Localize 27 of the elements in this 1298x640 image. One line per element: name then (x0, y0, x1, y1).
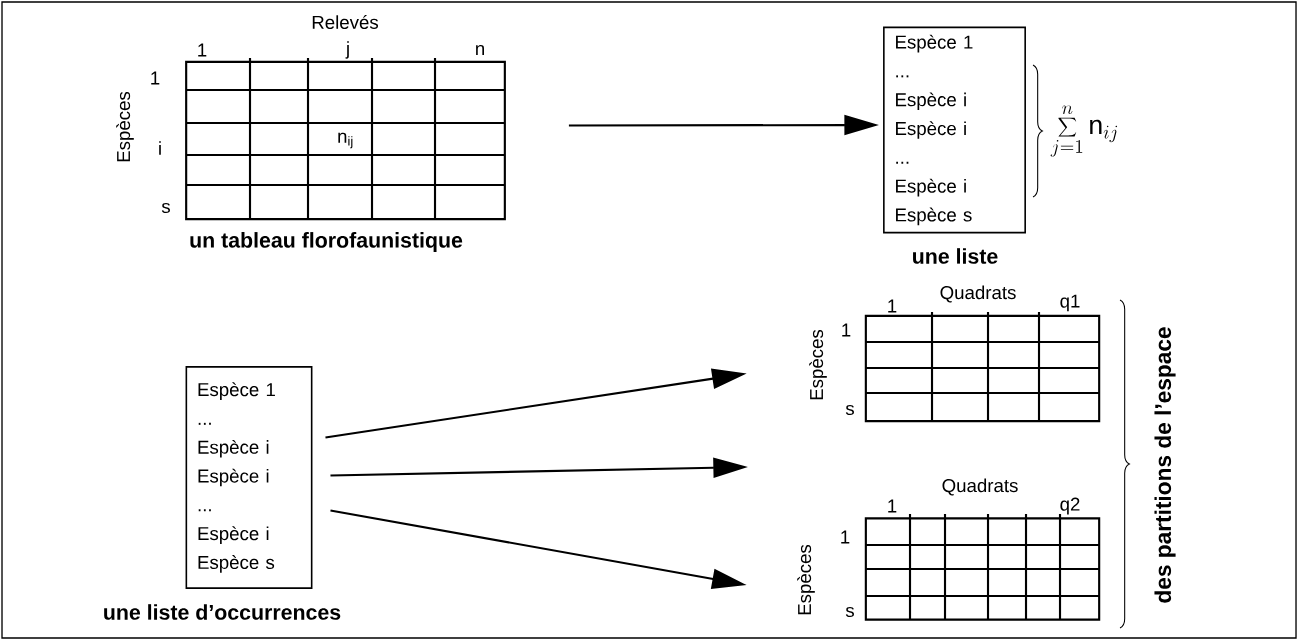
axis-label: n (476, 44, 484, 56)
vertical-label: des partitions de l’espace (1154, 327, 1176, 603)
axis-title: Espèces (809, 329, 827, 400)
axis-label: 1 (841, 530, 850, 544)
axis-label: 1 (151, 71, 160, 85)
axis-label: Quadrats (942, 478, 1018, 496)
axis-label: 1 (842, 323, 851, 337)
axis-label: Relevés (312, 15, 379, 29)
node-label: une liste (913, 248, 998, 264)
species-list-box: Espèce 1 ... Espèce i Espèce i ... Espèce i Espèce s (883, 26, 1026, 234)
axis-label: q1 (1060, 294, 1080, 312)
node-label: une liste d’occurrences (104, 604, 341, 620)
axis-label: s (845, 404, 854, 416)
species-list-box: Espèce 1 ... Espèce i Espèce i ... Espèce i Espèce s (185, 366, 313, 589)
axis-label: s (161, 202, 170, 214)
axis-title: Espèces (797, 544, 815, 615)
axis-label: 1 (198, 43, 207, 57)
axis-label: 1 (888, 499, 897, 513)
sum-formula: $\sum_{j=1}^{n} \mathrm{n}_{ij}$ (1050, 105, 1118, 157)
node-label: un tableau florofaunistique (190, 232, 463, 252)
axis-label: j (345, 41, 349, 59)
axis-label: i (159, 141, 161, 155)
axis-label: s (845, 606, 854, 618)
axis-label: q2 (1060, 497, 1080, 515)
axis-label: Quadrats (940, 285, 1016, 303)
axis-label: 1 (888, 299, 897, 313)
axis-title: Espèces (116, 91, 134, 162)
